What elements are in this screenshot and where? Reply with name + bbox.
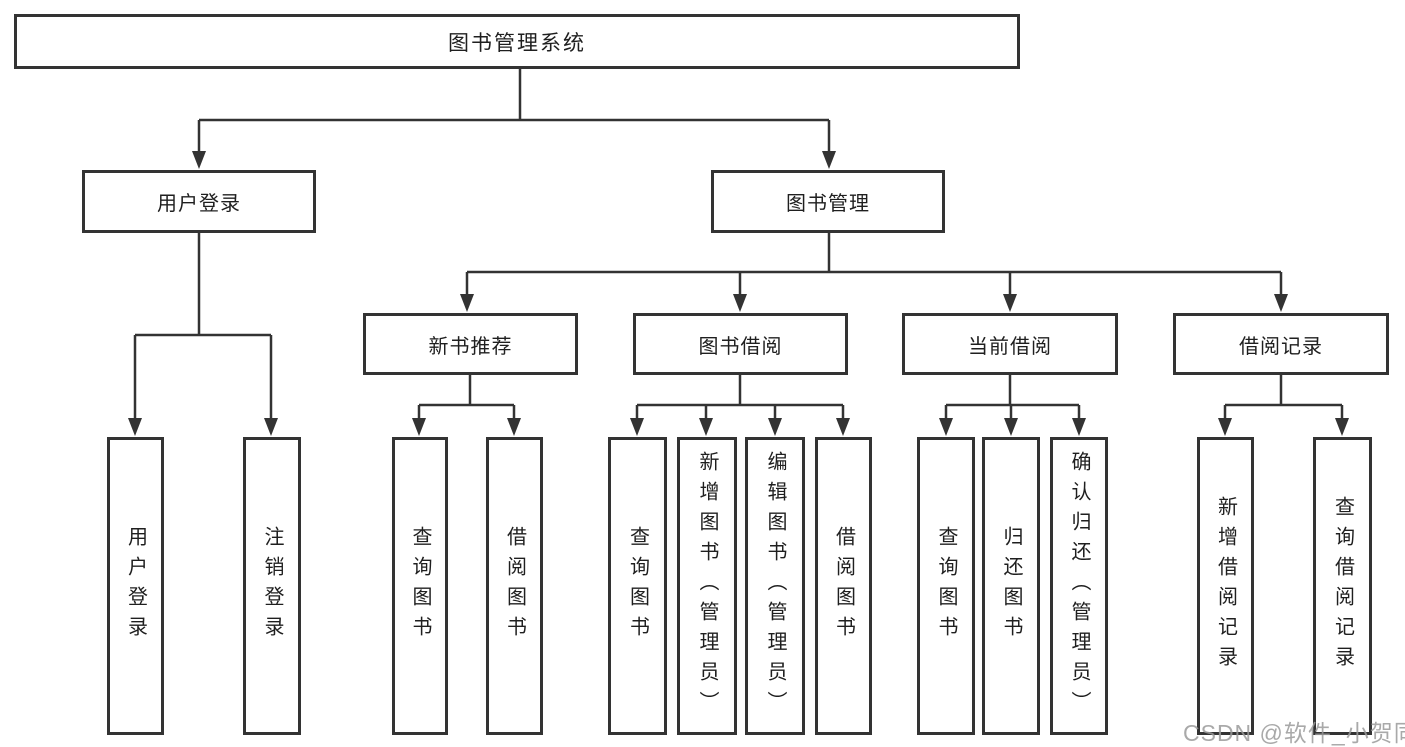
leaf-query-books-borrow: 查询图书 xyxy=(608,437,667,735)
node-book-management: 图书管理 xyxy=(711,170,945,233)
leaf-return-books: 归还图书 xyxy=(982,437,1040,735)
connector xyxy=(197,120,831,153)
arrowhead xyxy=(128,418,278,436)
connector xyxy=(133,335,273,420)
arrowhead xyxy=(939,418,1086,436)
arrowhead xyxy=(1218,418,1349,436)
arrowhead xyxy=(192,151,836,169)
leaf-user-login: 用户登录 xyxy=(107,437,164,735)
leaf-edit-book-admin: 编辑图书（管理员） xyxy=(745,437,805,735)
arrowhead xyxy=(460,294,1288,312)
connector xyxy=(467,233,1281,274)
leaf-logout-login: 注销登录 xyxy=(243,437,301,735)
leaf-confirm-return-admin: 确认归还（管理员） xyxy=(1050,437,1108,735)
connector xyxy=(199,69,829,122)
leaf-add-book-admin: 新增图书（管理员） xyxy=(677,437,737,735)
node-borrow-records: 借阅记录 xyxy=(1173,313,1389,375)
leaf-query-borrow-record: 查询借阅记录 xyxy=(1313,437,1372,735)
connector xyxy=(1223,405,1344,420)
connector xyxy=(135,233,271,337)
node-library-management-system: 图书管理系统 xyxy=(14,14,1020,69)
leaf-query-books-current: 查询图书 xyxy=(917,437,975,735)
connector xyxy=(1225,375,1342,407)
connector xyxy=(944,405,1081,420)
node-current-borrow: 当前借阅 xyxy=(902,313,1118,375)
csdn-watermark: CSDN @软件_小贺同学 xyxy=(1183,720,1405,746)
leaf-borrow-books-recommend: 借阅图书 xyxy=(486,437,543,735)
leaf-add-borrow-record: 新增借阅记录 xyxy=(1197,437,1254,735)
connector xyxy=(946,375,1079,407)
connector xyxy=(637,375,843,407)
connector xyxy=(465,272,1283,296)
connector xyxy=(417,405,516,420)
node-new-book-recommend: 新书推荐 xyxy=(363,313,578,375)
node-book-borrow: 图书借阅 xyxy=(633,313,848,375)
leaf-borrow-books: 借阅图书 xyxy=(815,437,872,735)
node-user-login: 用户登录 xyxy=(82,170,316,233)
arrowhead xyxy=(630,418,850,436)
leaf-query-books-recommend: 查询图书 xyxy=(392,437,448,735)
arrowhead xyxy=(412,418,521,436)
connector xyxy=(419,375,514,407)
connector xyxy=(635,405,845,420)
